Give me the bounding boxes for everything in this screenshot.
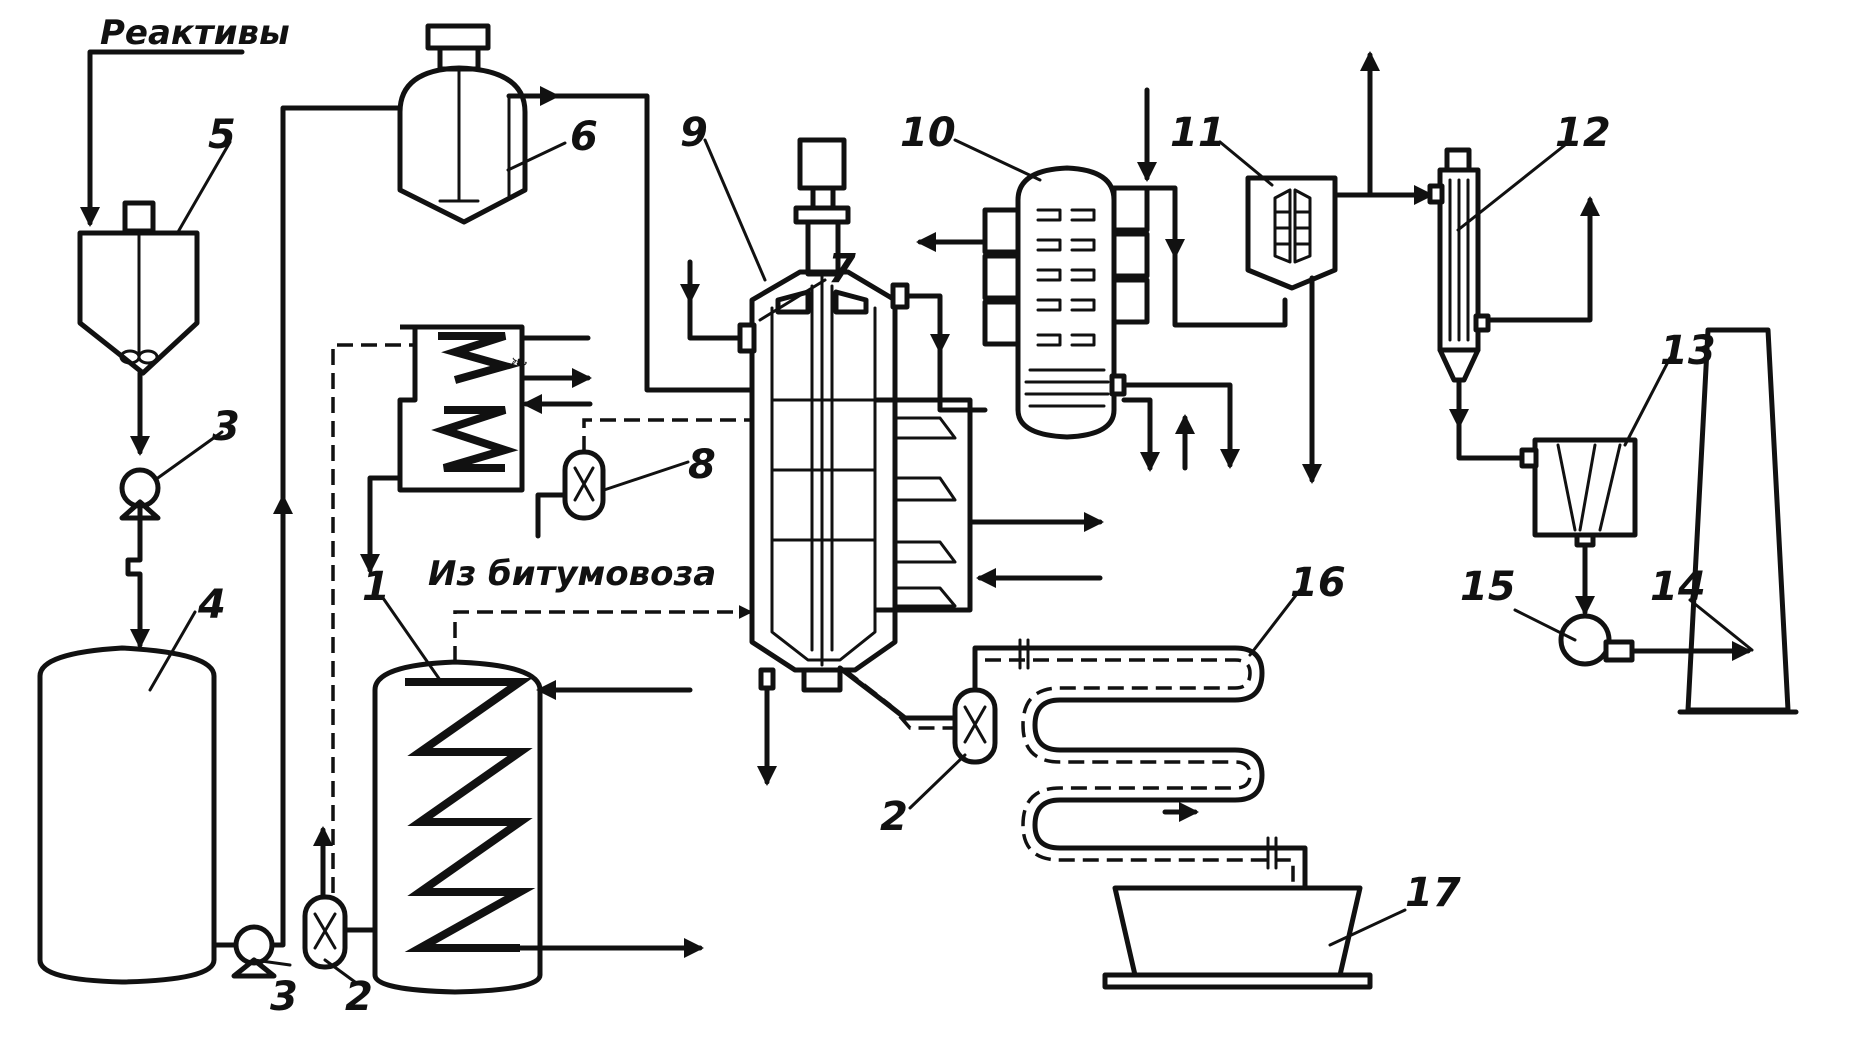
reactor-jacket-coils — [875, 397, 973, 613]
label-15: 15 — [1460, 564, 1516, 610]
heater-feed-dashed-line — [331, 343, 415, 893]
label-7: 7 — [828, 246, 856, 292]
bitumen-feed-dashed-line — [453, 605, 753, 662]
label-9: 9 — [680, 110, 708, 156]
label-1: 1 — [362, 564, 390, 610]
product-pipe — [837, 665, 958, 721]
label-17: 17 — [1405, 870, 1461, 916]
label-14: 14 — [1650, 564, 1706, 610]
separator-drain-arrow-2 — [1121, 397, 1160, 472]
label-3-bottom: 3 — [270, 974, 298, 1020]
label-11: 11 — [1170, 110, 1226, 156]
reagents-caption: Реактивы — [100, 13, 290, 53]
label-4: 4 — [197, 582, 226, 628]
reactor-gas-outlet-pipe — [904, 293, 988, 413]
label-2-bottom: 2 — [345, 974, 373, 1020]
label-6: 6 — [570, 114, 598, 160]
shell-tube-condenser — [1427, 147, 1491, 383]
bitumen-storage-tank — [372, 659, 543, 995]
separator-drain-arrow-1 — [1121, 382, 1240, 469]
heater-drain-pipe — [360, 475, 403, 574]
gear-pump-icon — [562, 449, 606, 521]
scrubber-vent-arrow — [1332, 51, 1380, 198]
product-receiver — [1102, 885, 1373, 990]
pump8-inlet-pipe — [535, 492, 568, 539]
condenser-to-cyclone-pipe — [1456, 422, 1525, 461]
pump8-to-reactor-dashed — [582, 418, 752, 452]
separator-side-arrow — [1144, 185, 1185, 259]
exhaust-fan — [1558, 613, 1635, 667]
label-3-top: 3 — [212, 404, 240, 450]
separator-to-scrubber-pipe — [1172, 252, 1288, 328]
serpentine-cooler — [972, 638, 1308, 893]
gear-pump-icon — [302, 894, 348, 970]
label-12: 12 — [1555, 110, 1611, 156]
gas-separator — [982, 165, 1150, 440]
bitumen-heater — [397, 324, 525, 493]
reagent-storage-tank — [37, 645, 217, 985]
scrubber — [1245, 175, 1338, 291]
from-tanker-caption: Из битумовоза — [428, 554, 716, 594]
leader-lines — [148, 138, 1754, 984]
label-16: 16 — [1290, 560, 1346, 606]
dosing-to-reactor-pipe — [553, 93, 755, 393]
flame-icon: ❧ — [510, 351, 528, 376]
heating-coil — [404, 678, 536, 952]
oxidation-reactor — [737, 137, 910, 693]
condenser-water-outlet — [1485, 196, 1600, 323]
reagents-inlet-pipe — [80, 49, 245, 227]
label-10: 10 — [900, 110, 956, 156]
gear-pump-icon — [952, 687, 998, 765]
label-2-product: 2 — [880, 794, 908, 840]
label-8: 8 — [688, 442, 716, 488]
label-5: 5 — [208, 112, 236, 158]
cyclone-filter — [1519, 437, 1638, 548]
air-inlet-pipe — [687, 297, 743, 341]
pump-icon — [231, 924, 277, 979]
dosing-tank — [397, 23, 528, 225]
pump-to-dosing-tank-pipe — [269, 105, 403, 948]
label-13: 13 — [1660, 328, 1716, 374]
pump-to-tank-pipe — [125, 503, 150, 649]
